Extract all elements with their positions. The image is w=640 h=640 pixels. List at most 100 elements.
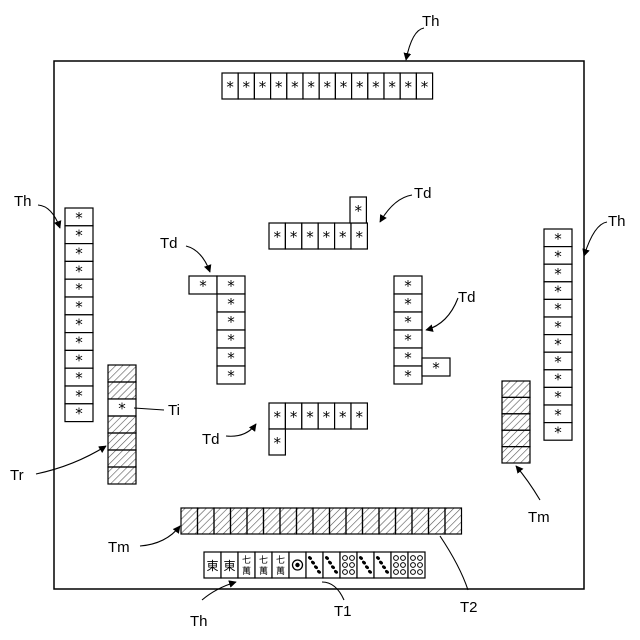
- th-top-tile: *: [384, 73, 400, 99]
- th-left-tile: *: [65, 404, 93, 423]
- tm-right-tile: [502, 397, 530, 413]
- th-left-tile: *: [65, 261, 93, 280]
- tile-star: *: [323, 228, 331, 246]
- th-right-tile: *: [544, 370, 572, 389]
- td-lower-right-tile: *: [394, 276, 422, 295]
- tile-star: *: [75, 227, 83, 245]
- wind-character: 東: [206, 559, 218, 573]
- td-upper-right-tile: *: [302, 223, 318, 249]
- tm-bottom-tile: [247, 508, 264, 534]
- tile-star: *: [275, 78, 283, 96]
- tile-star: *: [306, 228, 314, 246]
- tile-star: *: [227, 331, 235, 349]
- th-right-tile: *: [544, 352, 572, 371]
- td-upper-right-tile: *: [269, 223, 285, 249]
- tr-tile: [108, 416, 136, 433]
- tr-tile: [108, 382, 136, 399]
- td-upper-left-tile: *: [217, 312, 245, 331]
- wind-character: 東: [223, 559, 235, 573]
- label-ti: Ti: [168, 402, 180, 419]
- tile-star: *: [75, 209, 83, 227]
- tile-star: *: [75, 351, 83, 369]
- th-top-tile: *: [287, 73, 303, 99]
- label-td-upper-right: Td: [414, 185, 432, 202]
- tm-bottom-tile: [330, 508, 347, 534]
- tile-star: *: [405, 78, 413, 96]
- td-upper-right-tile: *: [285, 223, 301, 249]
- th-right-tile: *: [544, 282, 572, 301]
- tile-star: *: [339, 228, 347, 246]
- tm-bottom-tile: [181, 508, 198, 534]
- th-right-tile: *: [544, 335, 572, 354]
- label-tr: Tr: [10, 467, 24, 484]
- label-tm-right: Tm: [528, 509, 550, 526]
- td-lower-right-tile: *: [422, 358, 450, 377]
- th-right-tile: *: [544, 247, 572, 266]
- th-top-tile: *: [222, 73, 238, 99]
- tile-star: *: [421, 78, 429, 96]
- tile-star: *: [404, 331, 412, 349]
- label-td-lower-left: Td: [202, 431, 220, 448]
- th-top-tile: *: [238, 73, 254, 99]
- th-left-tile: *: [65, 315, 93, 334]
- tile-star: *: [404, 367, 412, 385]
- th-top-tile: *: [368, 73, 384, 99]
- td-lower-left-tile: *: [335, 403, 351, 429]
- leader-th-bottom: [202, 582, 236, 600]
- td-upper-left-tile: *: [217, 348, 245, 367]
- tile-star: *: [306, 408, 314, 426]
- tile-star: *: [199, 277, 207, 295]
- label-t2: T2: [460, 599, 478, 616]
- tile-star: *: [75, 262, 83, 280]
- tm-bottom-tile: [363, 508, 380, 534]
- tile-star: *: [432, 359, 440, 377]
- td-lower-right-tile: *: [394, 330, 422, 349]
- tr-tile: [108, 467, 136, 484]
- label-th-bottom: Th: [190, 613, 208, 630]
- tile-star: *: [307, 78, 315, 96]
- suit-character: 萬: [259, 565, 268, 577]
- th-top-tile: *: [319, 73, 335, 99]
- th-top-tile: *: [254, 73, 270, 99]
- leader-t2: [440, 536, 468, 590]
- tm-bottom-tile: [214, 508, 231, 534]
- tile-star: *: [227, 367, 235, 385]
- leader-td-lower-right: [426, 298, 458, 330]
- tile-star: *: [388, 78, 396, 96]
- label-th-top: Th: [422, 13, 440, 30]
- tile-star: *: [290, 228, 298, 246]
- td-lower-left-tile: *: [269, 429, 285, 455]
- th-right-tile: *: [544, 229, 572, 248]
- tm-bottom-tile: [313, 508, 330, 534]
- th-top-tile: *: [271, 73, 287, 99]
- hand-tile: 東: [204, 552, 221, 578]
- tile-star: *: [356, 78, 364, 96]
- tile-star: *: [75, 405, 83, 423]
- tm-bottom-tile: [264, 508, 281, 534]
- th-top-tile: *: [352, 73, 368, 99]
- tile-star: *: [273, 228, 281, 246]
- hand-tile: [306, 552, 323, 578]
- tr-tile: [108, 433, 136, 450]
- rank-character: 七: [242, 555, 251, 566]
- label-t1: T1: [334, 603, 352, 620]
- label-th-right: Th: [608, 213, 626, 230]
- tm-right-tile: [502, 447, 530, 463]
- td-lower-right-tile: *: [394, 348, 422, 367]
- tr-tile: [108, 450, 136, 467]
- tile-star: *: [291, 78, 299, 96]
- tile-star: *: [226, 78, 234, 96]
- td-upper-right-tile: *: [318, 223, 334, 249]
- label-th-left: Th: [14, 193, 32, 210]
- th-left-tile: *: [65, 279, 93, 298]
- th-right-tile: *: [544, 387, 572, 406]
- tile-star: *: [355, 228, 363, 246]
- tile-star: *: [75, 334, 83, 352]
- th-top-tile: *: [416, 73, 432, 99]
- tile-star: *: [75, 298, 83, 316]
- tile-star: *: [227, 349, 235, 367]
- tile-star: *: [339, 408, 347, 426]
- tile-star: *: [227, 277, 235, 295]
- tile-star: *: [75, 387, 83, 405]
- tile-star: *: [554, 388, 562, 406]
